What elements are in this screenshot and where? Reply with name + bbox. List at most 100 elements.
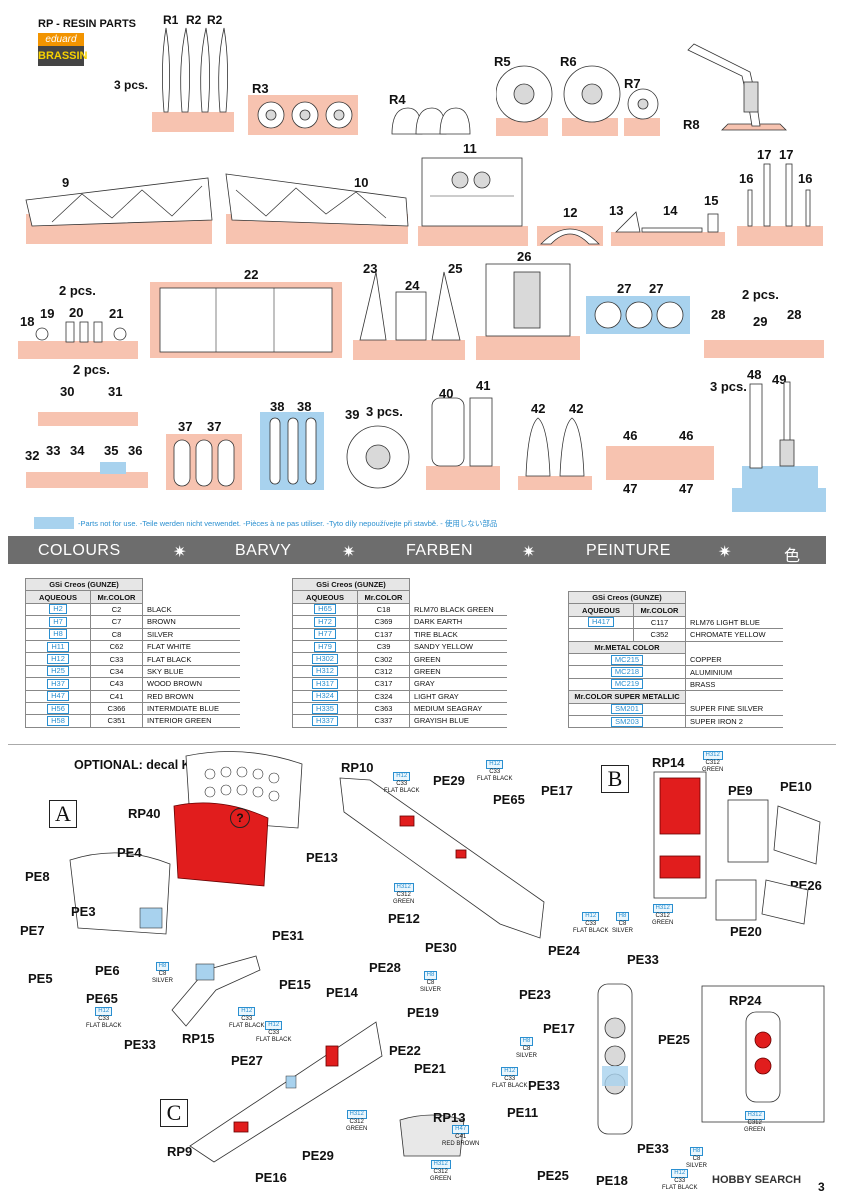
color-name: GRAYISH BLUE: [409, 714, 507, 728]
part-label-pe10: PE10: [780, 779, 812, 794]
part-label-pe16: PE16: [255, 1170, 287, 1185]
propeller-blades-drawing: [162, 27, 228, 113]
part-label-pe23: PE23: [519, 987, 551, 1002]
part-label-16: 16: [739, 171, 754, 186]
color-name: INTERIOR GREEN: [142, 714, 240, 728]
rp13-seat-drawing: [399, 1114, 465, 1157]
rp14-panel-drawing: [653, 771, 707, 899]
part-label-31: 31: [108, 384, 123, 399]
paint-code-mrcolor: C312: [433, 1169, 448, 1175]
side-wall-rp10-drawing: [339, 777, 545, 939]
part-label-40: 40: [439, 386, 454, 401]
aqueous-code: H302: [292, 652, 358, 666]
part-label-pe20: PE20: [730, 924, 762, 939]
mrcolor-code: C41: [90, 689, 143, 703]
aqueous-code: H335: [292, 701, 358, 716]
aqueous-code: [568, 628, 634, 642]
col-mrcolor: Mr.COLOR: [633, 603, 686, 617]
aqueous-code-text: H79: [314, 641, 336, 652]
qty-label: 3 pcs.: [710, 379, 747, 394]
aqueous-code-text: H37: [47, 678, 69, 689]
part-label-pe11: PE11: [507, 1105, 539, 1120]
band-farben: FARBEN: [406, 542, 474, 559]
resin-pad: [704, 340, 824, 358]
paint-code-aqueous: H8: [423, 971, 438, 980]
color-name: TIRE BLACK: [409, 628, 507, 641]
part-label-r4: R4: [389, 92, 406, 107]
part-label-pe17: PE17: [541, 783, 573, 798]
metal-code: MC215: [568, 652, 686, 667]
part-label-12: 12: [563, 205, 578, 220]
aqueous-code: H77: [292, 627, 358, 641]
paint-code-mrcolor: C33: [674, 1178, 686, 1184]
part-label-pe21: PE21: [414, 1061, 446, 1076]
paint-name: SILVER: [152, 978, 173, 984]
part-label-47: 47: [623, 481, 638, 496]
paint-name: SILVER: [420, 987, 441, 993]
aqueous-code-text: H8: [49, 629, 67, 640]
pe9-pe10-drawing: [727, 799, 821, 865]
part-label-27: 27: [617, 281, 632, 296]
brand-logo-bottom: BRASSIN: [38, 46, 88, 66]
aqueous-code-text: H56: [47, 703, 69, 714]
metal-code-text: SM203: [611, 716, 643, 727]
step-box-b: B: [601, 765, 629, 793]
pe20-pe26-drawing: [715, 879, 809, 925]
part-label-13: 13: [609, 203, 624, 218]
resin-pad: [611, 232, 725, 246]
part-label-pe9: PE9: [728, 783, 753, 798]
color-name: FLAT BLACK: [142, 652, 240, 666]
resin-pad: [737, 226, 823, 246]
qty-label: 2 pcs.: [73, 362, 110, 377]
color-name: FLAT WHITE: [142, 640, 240, 654]
paint-code-mrcolor: C33: [98, 1016, 110, 1022]
part-label-pe31: PE31: [272, 928, 304, 943]
color-name: SUPER IRON 2: [685, 715, 783, 729]
not-for-use-pad: [732, 488, 826, 512]
col-aqueous: AQUEOUS: [292, 590, 358, 604]
small-knobs-drawing: [35, 321, 127, 343]
aqueous-code: H417: [568, 615, 634, 630]
aqueous-code-text: H337: [312, 715, 338, 726]
side-wall-rp9-drawing: [189, 1021, 383, 1163]
paint-name: GREEN: [652, 920, 674, 926]
metal-code-text: MC215: [610, 654, 644, 665]
col-aqueous: AQUEOUS: [568, 603, 634, 617]
resin-pad: [518, 476, 592, 490]
aqueous-code: H79: [292, 639, 358, 654]
brand-logo-top: eduard: [38, 33, 84, 46]
metal-row: SM203 SUPER IRON 2: [568, 714, 783, 729]
part-label-rp9: RP9: [167, 1144, 193, 1159]
part-label-rp14: RP14: [652, 755, 685, 770]
part-label-11: 11: [463, 141, 477, 156]
paint-code-aqueous: H12: [582, 912, 600, 921]
paint-name: FLAT BLACK: [573, 928, 609, 934]
aqueous-code-text: H317: [312, 678, 338, 689]
bulkhead-parts-drawing: [359, 271, 461, 341]
paint-code-aqueous: H312: [744, 1111, 765, 1120]
color-name: WOOD BROWN: [142, 677, 240, 691]
part-label-42: 42: [531, 401, 546, 416]
resin-pad: [496, 118, 548, 136]
cockpit-side-wall-left-drawing: [25, 177, 213, 227]
paint-name: GREEN: [430, 1176, 452, 1182]
part-label-rp13: RP13: [433, 1110, 466, 1125]
mrcolor-code: C369: [357, 615, 410, 629]
part-label-28: 28: [787, 307, 802, 322]
part-label-pe25: PE25: [658, 1032, 690, 1047]
color-name: SILVER: [142, 628, 240, 641]
metal-code-text: MC219: [610, 679, 644, 690]
part-label-pe4: PE4: [117, 845, 142, 860]
part-label-pe30: PE30: [425, 940, 457, 955]
